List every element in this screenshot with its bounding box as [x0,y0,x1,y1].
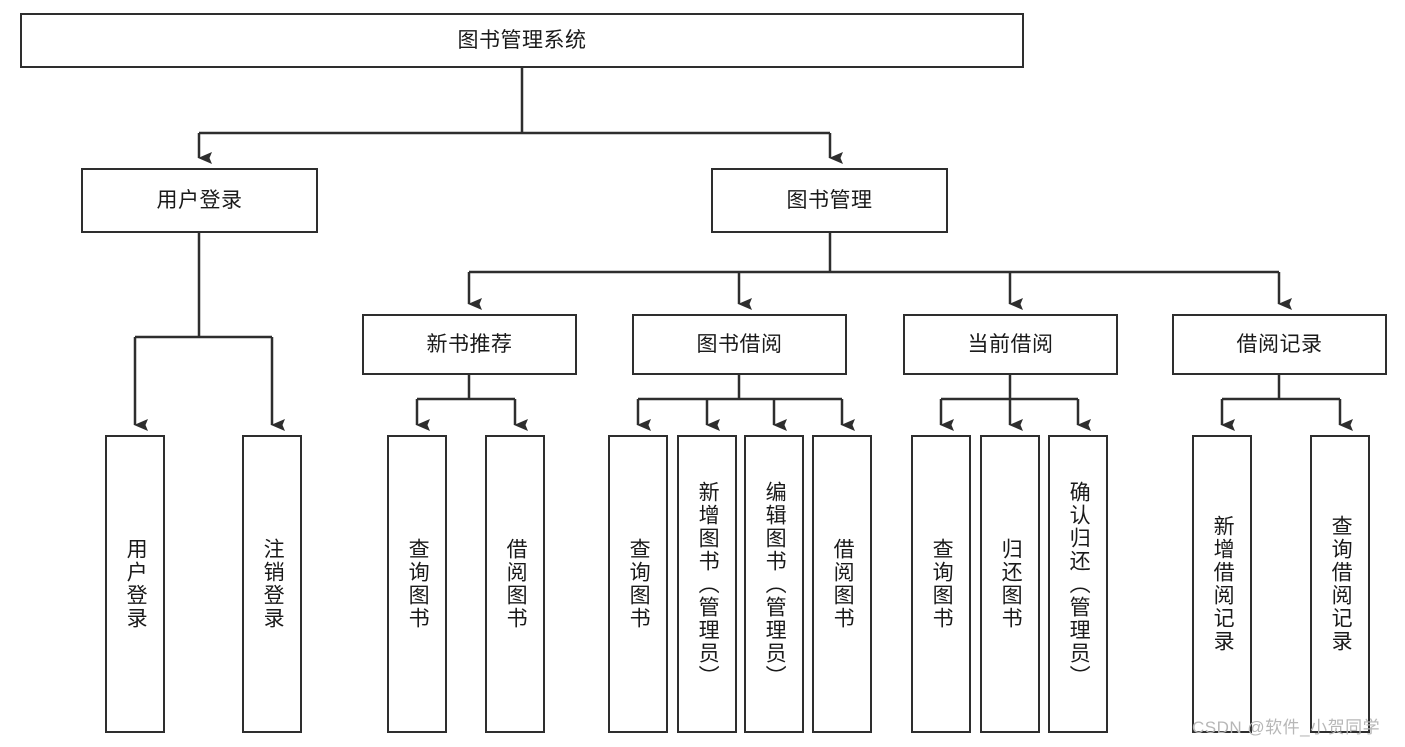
node-leaf-add-record-label: 新增借阅记录 [1211,515,1235,653]
node-leaf-logout-login[interactable]: 注销登录 [242,435,302,733]
node-leaf-query-record-label: 查询借阅记录 [1329,515,1353,653]
node-book-borrow[interactable]: 图书借阅 [632,314,847,375]
node-leaf-borrow-book-2[interactable]: 借阅图书 [812,435,872,733]
node-leaf-add-record[interactable]: 新增借阅记录 [1192,435,1252,733]
node-leaf-query-book-3[interactable]: 查询图书 [911,435,971,733]
node-user-login-label: 用户登录 [156,188,243,212]
node-leaf-logout-login-label: 注销登录 [261,538,285,630]
node-borrow-record[interactable]: 借阅记录 [1172,314,1387,375]
node-leaf-return-book[interactable]: 归还图书 [980,435,1040,733]
node-leaf-query-book-3-label: 查询图书 [930,538,954,630]
node-user-login[interactable]: 用户登录 [81,168,318,233]
node-current-borrow-label: 当前借阅 [967,332,1054,356]
csdn-watermark: CSDN @软件_小贺同学 [1192,718,1381,737]
node-leaf-add-book-label: 新增图书（管理员） [696,480,720,688]
node-borrow-record-label: 借阅记录 [1236,332,1323,356]
node-leaf-query-book-1-label: 查询图书 [406,538,430,630]
node-new-book-recommend[interactable]: 新书推荐 [362,314,577,375]
node-current-borrow[interactable]: 当前借阅 [903,314,1118,375]
node-leaf-confirm-return-label: 确认归还（管理员） [1067,480,1091,688]
node-leaf-query-book-1[interactable]: 查询图书 [387,435,447,733]
node-root[interactable]: 图书管理系统 [20,13,1024,68]
node-leaf-return-book-label: 归还图书 [999,538,1023,630]
node-leaf-query-record[interactable]: 查询借阅记录 [1310,435,1370,733]
node-book-management[interactable]: 图书管理 [711,168,948,233]
node-book-management-label: 图书管理 [786,188,873,212]
node-leaf-borrow-book-2-label: 借阅图书 [831,538,855,630]
node-root-label: 图书管理系统 [457,28,587,52]
node-leaf-confirm-return[interactable]: 确认归还（管理员） [1048,435,1108,733]
node-leaf-query-book-2-label: 查询图书 [627,538,651,630]
node-leaf-query-book-2[interactable]: 查询图书 [608,435,668,733]
node-leaf-add-book[interactable]: 新增图书（管理员） [677,435,737,733]
node-book-borrow-label: 图书借阅 [696,332,783,356]
node-leaf-user-login[interactable]: 用户登录 [105,435,165,733]
node-new-book-recommend-label: 新书推荐 [426,332,513,356]
node-leaf-borrow-book-1-label: 借阅图书 [504,538,528,630]
node-leaf-edit-book-label: 编辑图书（管理员） [763,480,787,688]
node-leaf-borrow-book-1[interactable]: 借阅图书 [485,435,545,733]
node-leaf-user-login-label: 用户登录 [124,538,148,630]
node-leaf-edit-book[interactable]: 编辑图书（管理员） [744,435,804,733]
